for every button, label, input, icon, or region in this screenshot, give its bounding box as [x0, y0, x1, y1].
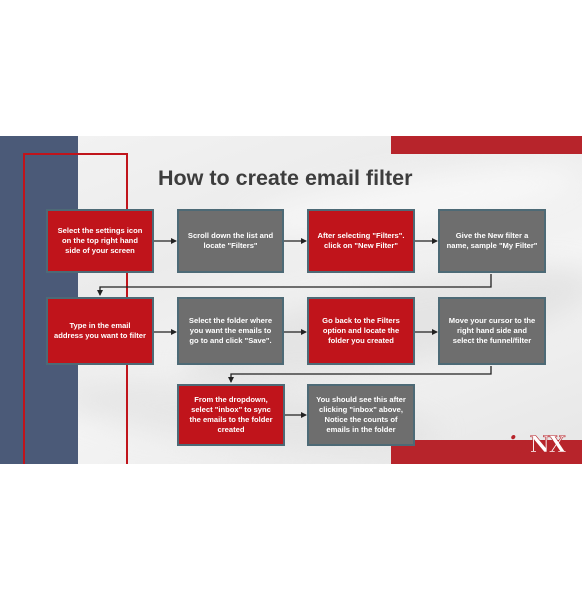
step-6-box: Select the folder where you want the ema…: [177, 297, 284, 365]
step-3-box: After selecting "Filters". click on "New…: [307, 209, 415, 273]
step-7-box: Go back to the Filters option and locate…: [307, 297, 415, 365]
logo-prefix: ip: [508, 432, 531, 458]
step-9-box: From the dropdown, select "inbox" to syn…: [177, 384, 285, 446]
top-red-band: [391, 136, 582, 154]
flow-arrows: [97, 238, 492, 418]
page-title: How to create email filter: [158, 166, 413, 190]
ipnx-logo: ipNX: [508, 432, 566, 459]
arrow-row1-to-row2: [97, 274, 492, 296]
step-8-box: Move your cursor to the right hand side …: [438, 297, 546, 365]
step-1-box: Select the settings icon on the top righ…: [46, 209, 154, 273]
bottom-red-band: [391, 440, 582, 464]
step-5-box: Type in the email address you want to fi…: [46, 297, 154, 365]
step-10-box: You should see this after clicking "inbo…: [307, 384, 415, 446]
step-4-box: Give the New filter a name, sample "My F…: [438, 209, 546, 273]
step-2-box: Scroll down the list and locate "Filters…: [177, 209, 284, 273]
arrow-row2-to-row3: [228, 366, 492, 383]
slide: How to create email filter Select the se…: [0, 136, 582, 464]
logo-suffix: NX: [529, 432, 566, 459]
